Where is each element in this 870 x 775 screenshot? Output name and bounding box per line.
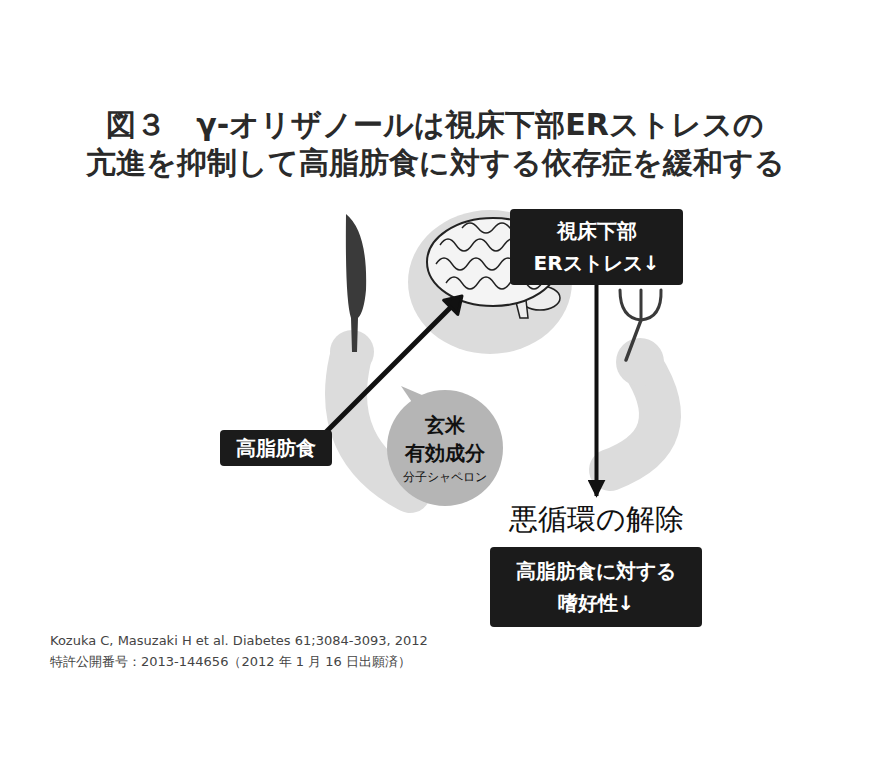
fork-tine-middle [640, 290, 643, 320]
right-hand [616, 338, 664, 386]
input-box: 高脂肪食 [220, 430, 332, 466]
flow-arrow [595, 285, 599, 496]
circle-fill [387, 390, 503, 506]
knife-icon [346, 214, 366, 352]
circle-subtext: 分子シャペロン [403, 469, 487, 486]
fork-tines [620, 290, 661, 320]
box-heading: 悪循環の解除 [490, 500, 702, 539]
box-text: 高脂肪食 [236, 435, 316, 461]
agent-circle: 玄米 有効成分分子シャペロン [387, 390, 503, 506]
process-box: 視床下部 ERストレス↓ [510, 209, 683, 285]
circle-heading: 玄米 有効成分 [397, 411, 493, 467]
box-text: 高脂肪食に対する 嗜好性↓ [500, 555, 692, 619]
fork-handle [626, 320, 641, 360]
outcome-box: 悪循環の解除高脂肪食に対する 嗜好性↓ [490, 500, 702, 627]
food-arrow-head [444, 296, 462, 314]
patent-note: 特許公開番号：2013-144656（2012 年 1 月 16 日出願済） [50, 653, 411, 671]
box-text: 視床下部 ERストレス↓ [518, 215, 675, 279]
fork-icon [620, 290, 661, 360]
citation-note: Kozuka C, Masuzaki H et al. Diabetes 61;… [50, 632, 428, 650]
result-box: 高脂肪食に対する 嗜好性↓ [490, 547, 702, 627]
figure-title: 図３ γ-オリザノールは視床下部ERストレスの 亢進を抑制して高脂肪食に対する依… [35, 106, 835, 182]
